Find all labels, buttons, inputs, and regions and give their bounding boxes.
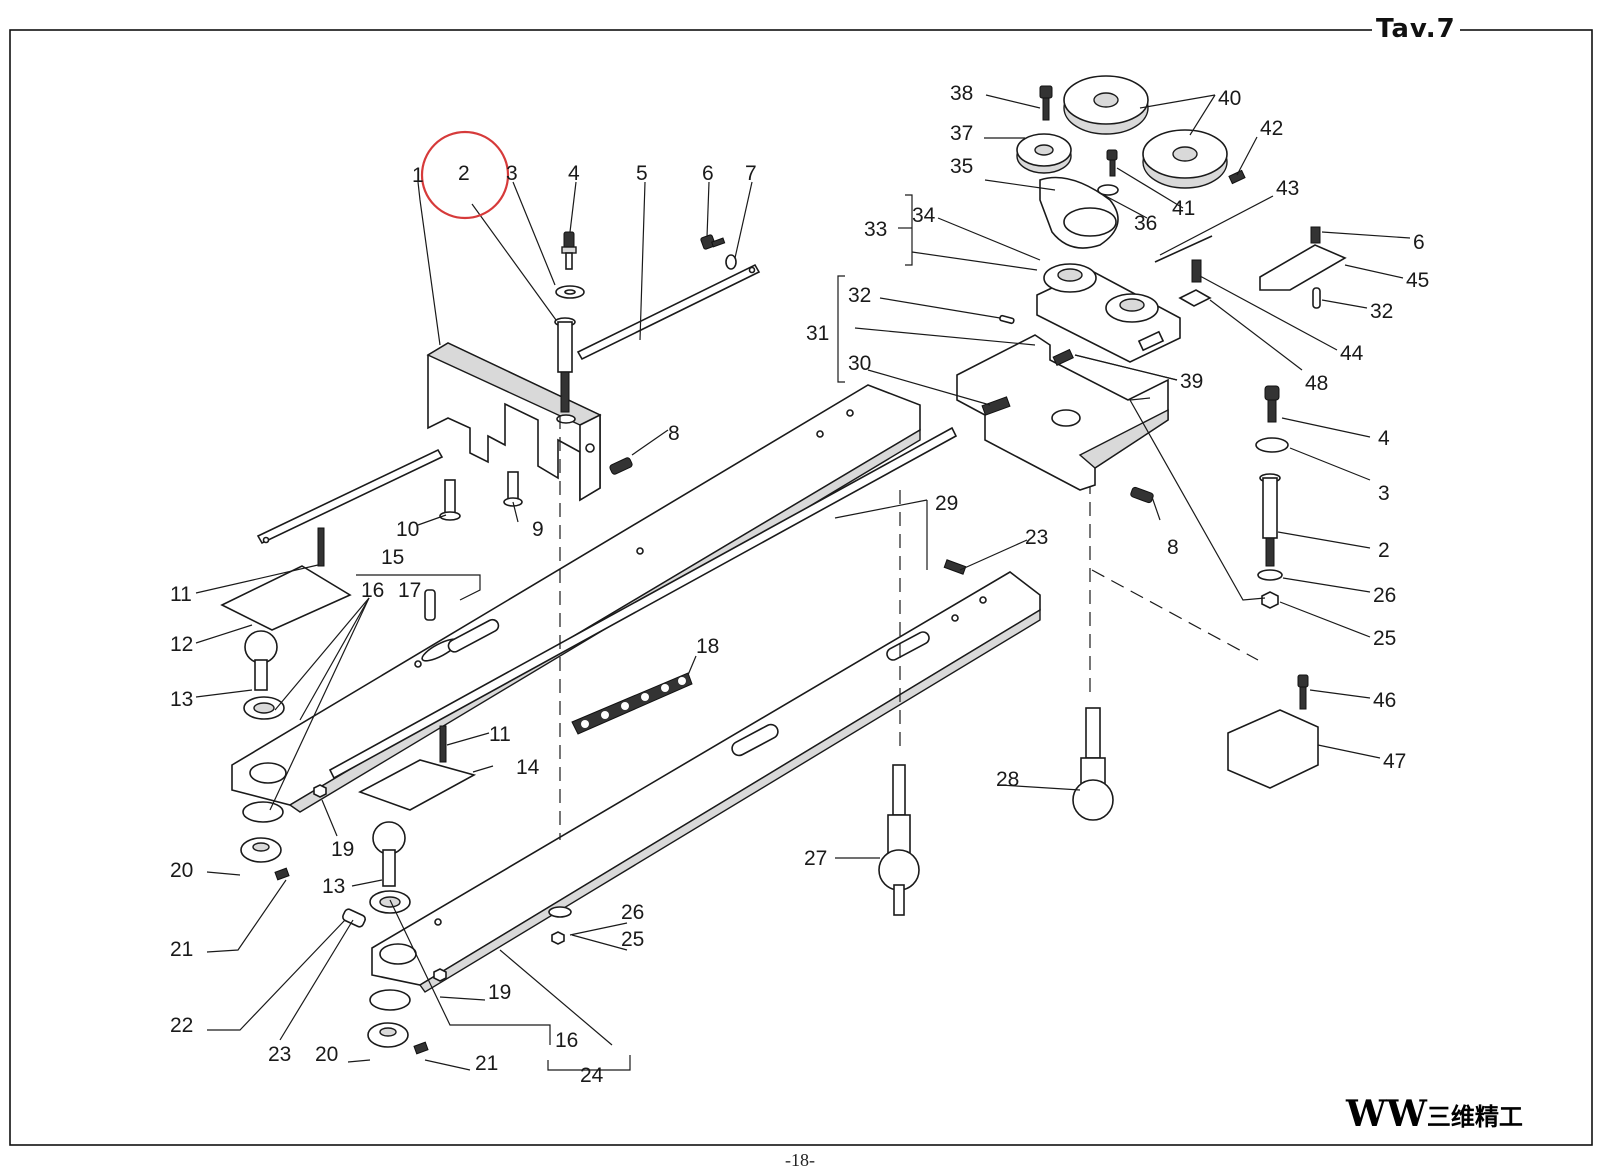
label-17: 17 bbox=[398, 579, 421, 602]
label-39: 39 bbox=[1180, 370, 1203, 393]
carriage-block bbox=[956, 314, 1169, 504]
lower-rail bbox=[371, 571, 1041, 993]
label-23: 23 bbox=[268, 1043, 291, 1066]
label-11: 11 bbox=[170, 583, 192, 606]
label-28: 28 bbox=[996, 768, 1019, 791]
label-21: 21 bbox=[170, 938, 193, 961]
label-13b: 13 bbox=[322, 875, 345, 898]
label-22: 22 bbox=[170, 1014, 193, 1037]
label-6: 6 bbox=[702, 162, 714, 185]
label-13: 13 bbox=[170, 688, 193, 711]
gear-assembly bbox=[1016, 75, 1246, 263]
label-35: 35 bbox=[950, 155, 973, 178]
leader-lines bbox=[195, 94, 1411, 1071]
label-41: 41 bbox=[1172, 197, 1195, 220]
label-18: 18 bbox=[696, 635, 719, 658]
label-33: 33 bbox=[864, 218, 887, 241]
label-4: 4 bbox=[568, 162, 580, 185]
label-23b: 23 bbox=[1025, 526, 1048, 549]
upper-rail bbox=[231, 384, 958, 813]
label-45: 45 bbox=[1406, 269, 1429, 292]
label-2-highlighted: 2 bbox=[458, 162, 470, 185]
label-32: 32 bbox=[848, 284, 871, 307]
sprocket-bearing-stack-right bbox=[342, 559, 967, 1055]
block-47 bbox=[1227, 674, 1319, 789]
label-48: 48 bbox=[1305, 372, 1328, 395]
label-21b: 21 bbox=[475, 1052, 498, 1075]
label-26b: 26 bbox=[1373, 584, 1396, 607]
label-38: 38 bbox=[950, 82, 973, 105]
page-number: -18- bbox=[785, 1150, 815, 1170]
label-40: 40 bbox=[1218, 87, 1241, 110]
label-8: 8 bbox=[668, 422, 680, 445]
pin-17 bbox=[424, 589, 436, 621]
label-11b: 11 bbox=[489, 723, 511, 746]
label-43: 43 bbox=[1276, 177, 1299, 200]
shaft-assembly-right bbox=[1255, 385, 1289, 609]
label-25: 25 bbox=[621, 928, 644, 951]
label-19b: 19 bbox=[488, 981, 511, 1004]
label-9: 9 bbox=[532, 518, 544, 541]
label-44: 44 bbox=[1340, 342, 1364, 365]
pins-9-10 bbox=[439, 471, 523, 521]
label-14: 14 bbox=[516, 756, 540, 779]
label-3: 3 bbox=[506, 162, 518, 185]
set-screw-left bbox=[609, 457, 633, 475]
label-27: 27 bbox=[804, 847, 827, 870]
label-47: 47 bbox=[1383, 750, 1406, 773]
label-4b: 4 bbox=[1378, 427, 1390, 450]
label-24: 24 bbox=[580, 1064, 604, 1087]
highlight-circle bbox=[420, 130, 510, 220]
label-46: 46 bbox=[1373, 689, 1396, 712]
table-title: Tav.7 bbox=[1372, 14, 1460, 44]
part-labels: 1 2 3 4 5 6 7 8 9 10 11 12 13 15 16 17 1… bbox=[170, 82, 1429, 1087]
long-rod bbox=[256, 263, 761, 545]
sprocket-shaft-27 bbox=[878, 764, 920, 916]
label-37: 37 bbox=[950, 122, 973, 145]
label-7: 7 bbox=[745, 162, 757, 185]
chain bbox=[571, 672, 693, 735]
bracket-block bbox=[426, 342, 602, 502]
label-3b: 3 bbox=[1378, 482, 1390, 505]
label-29: 29 bbox=[935, 492, 958, 515]
label-20b: 20 bbox=[315, 1043, 338, 1066]
label-8b: 8 bbox=[1167, 536, 1179, 559]
page-frame bbox=[9, 29, 1593, 1146]
label-36: 36 bbox=[1134, 212, 1157, 235]
brand-mark-2: W bbox=[1386, 1093, 1427, 1135]
plates-right bbox=[1178, 226, 1347, 309]
label-10: 10 bbox=[396, 518, 419, 541]
label-16: 16 bbox=[361, 579, 384, 602]
label-6b: 6 bbox=[1413, 231, 1425, 254]
label-15: 15 bbox=[381, 546, 404, 569]
label-42: 42 bbox=[1260, 117, 1283, 140]
shaft-assembly-left bbox=[554, 231, 585, 413]
label-31: 31 bbox=[806, 322, 829, 345]
sprocket-bearing-stack-left bbox=[240, 630, 327, 881]
sprocket-shaft-28 bbox=[1072, 707, 1114, 821]
cover-plates bbox=[220, 527, 477, 811]
label-25b: 25 bbox=[1373, 627, 1396, 650]
label-34: 34 bbox=[912, 204, 936, 227]
brand-text: 三维精工 bbox=[1426, 1102, 1523, 1131]
gearbox-housing bbox=[1036, 263, 1181, 363]
label-12: 12 bbox=[170, 633, 193, 656]
label-32b: 32 bbox=[1370, 300, 1393, 323]
label-20: 20 bbox=[170, 859, 193, 882]
brand-mark: W bbox=[1346, 1093, 1387, 1135]
label-19: 19 bbox=[331, 838, 354, 861]
label-2b: 2 bbox=[1378, 539, 1390, 562]
screw-washer-small bbox=[700, 234, 737, 270]
label-1: 1 bbox=[412, 164, 424, 187]
label-30: 30 bbox=[848, 352, 871, 375]
label-16b: 16 bbox=[555, 1029, 578, 1052]
label-26: 26 bbox=[621, 901, 644, 924]
brand-logo: W W 三维精工 bbox=[1340, 1093, 1529, 1135]
label-5: 5 bbox=[636, 162, 648, 185]
